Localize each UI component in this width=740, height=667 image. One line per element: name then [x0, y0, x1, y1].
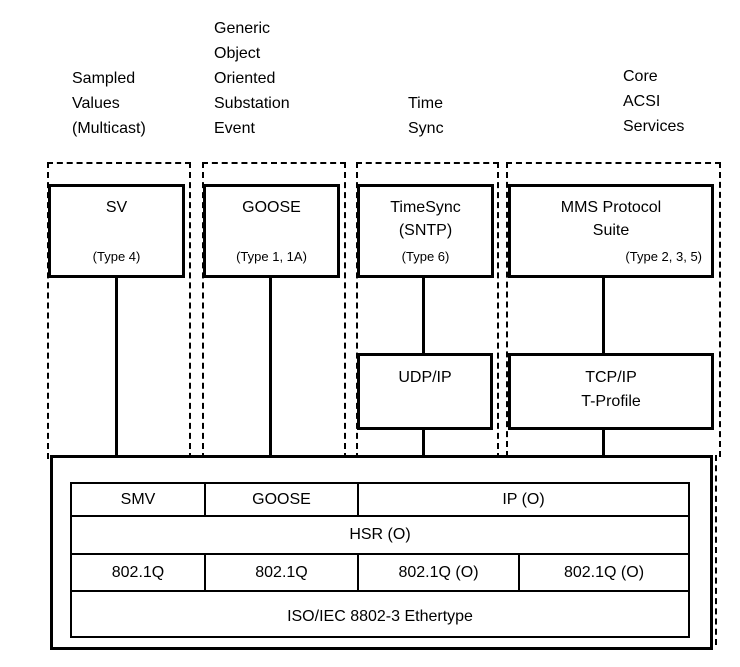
- table-row-vlan: 802.1Q 802.1Q 802.1Q (O) 802.1Q (O): [72, 553, 688, 590]
- table-row-upper: SMV GOOSE IP (O): [72, 484, 688, 515]
- hsr-cell: HSR (O): [349, 526, 411, 543]
- column-label-sampled-values: Sampled Values (Multicast): [72, 66, 146, 141]
- label-line: Event: [214, 120, 255, 137]
- label-line: Oriented: [214, 70, 276, 87]
- ethernet-outer-box: [50, 455, 713, 650]
- smv-cell: SMV: [120, 490, 156, 508]
- column-label-core-acsi: Core ACSI Services: [623, 64, 684, 139]
- ip-cell: IP (O): [357, 484, 688, 515]
- tcp-ethernet-connector-line: [602, 428, 605, 457]
- timesync-box: TimeSync (SNTP) (Type 6): [357, 184, 494, 278]
- timesync-profile-dashed-outline: [356, 162, 499, 459]
- timesync-box-title: TimeSync: [390, 199, 461, 216]
- column-label-time-sync: Time Sync: [408, 91, 444, 141]
- label-line: Generic: [214, 20, 271, 37]
- sv-connector-line: [115, 278, 118, 458]
- timesync-box-type-label: (Type 6): [401, 249, 450, 264]
- vlan-cell-4: 802.1Q (O): [518, 555, 688, 590]
- goose-cell: GOOSE: [204, 484, 357, 515]
- vlan-cell-2: 802.1Q: [204, 555, 357, 590]
- label-line: Substation: [214, 95, 290, 112]
- mms-box-title: MMS Protocol: [560, 199, 662, 216]
- timesync-box-subtitle: (SNTP): [398, 222, 453, 239]
- label-line: ACSI: [623, 93, 661, 110]
- sv-box: SV (Type 4): [48, 184, 185, 278]
- goose-profile-dashed-outline: [202, 162, 346, 459]
- goose-box-title: GOOSE: [242, 199, 301, 216]
- label-line: Object: [214, 45, 261, 62]
- udp-ethernet-connector-line: [422, 428, 425, 457]
- udp-ip-box-label: UDP/IP: [398, 369, 452, 386]
- goose-connector-line: [269, 278, 272, 458]
- sv-profile-dashed-outline: [47, 162, 191, 459]
- goose-box-type-label: (Type 1, 1A): [236, 249, 307, 264]
- link-layer-table: SMV GOOSE IP (O) HSR (O) 802.1Q 802.1Q 8…: [70, 482, 690, 638]
- mms-tcp-connector-line: [602, 278, 605, 355]
- table-row-hsr: HSR (O): [72, 515, 688, 553]
- t-profile-box-label: T-Profile: [581, 393, 641, 410]
- mms-box-subtitle: Suite: [592, 222, 630, 239]
- ethertype-cell: ISO/IEC 8802-3 Ethertype: [287, 608, 473, 625]
- udp-ip-box: UDP/IP: [357, 353, 493, 430]
- mms-profile-dashed-outline: [506, 162, 721, 457]
- column-label-goose: Generic Object Oriented Substation Event: [214, 16, 290, 141]
- label-line: Time: [408, 95, 443, 112]
- label-line: Sampled: [72, 70, 136, 87]
- mms-box-type-label: (Type 2, 3, 5): [625, 249, 702, 264]
- table-row-ethertype: ISO/IEC 8802-3 Ethertype: [72, 590, 688, 636]
- mms-box: MMS Protocol Suite (Type 2, 3, 5): [508, 184, 714, 278]
- sv-box-type-label: (Type 4): [92, 249, 141, 264]
- label-line: Values: [72, 95, 120, 112]
- label-line: Services: [623, 118, 685, 135]
- sv-box-title: SV: [105, 199, 128, 216]
- goose-box: GOOSE (Type 1, 1A): [203, 184, 340, 278]
- timesync-udp-connector-line: [422, 278, 425, 355]
- label-line: (Multicast): [72, 120, 146, 137]
- vlan-cell-1: 802.1Q: [111, 563, 165, 581]
- vlan-cell-3: 802.1Q (O): [357, 555, 518, 590]
- label-line: Sync: [408, 120, 444, 137]
- tcp-ip-box-label: TCP/IP: [585, 369, 637, 386]
- label-line: Core: [623, 68, 658, 85]
- tcp-ip-box: TCP/IP T-Profile: [508, 353, 714, 430]
- mms-profile-dashed-right-extension: [715, 455, 717, 645]
